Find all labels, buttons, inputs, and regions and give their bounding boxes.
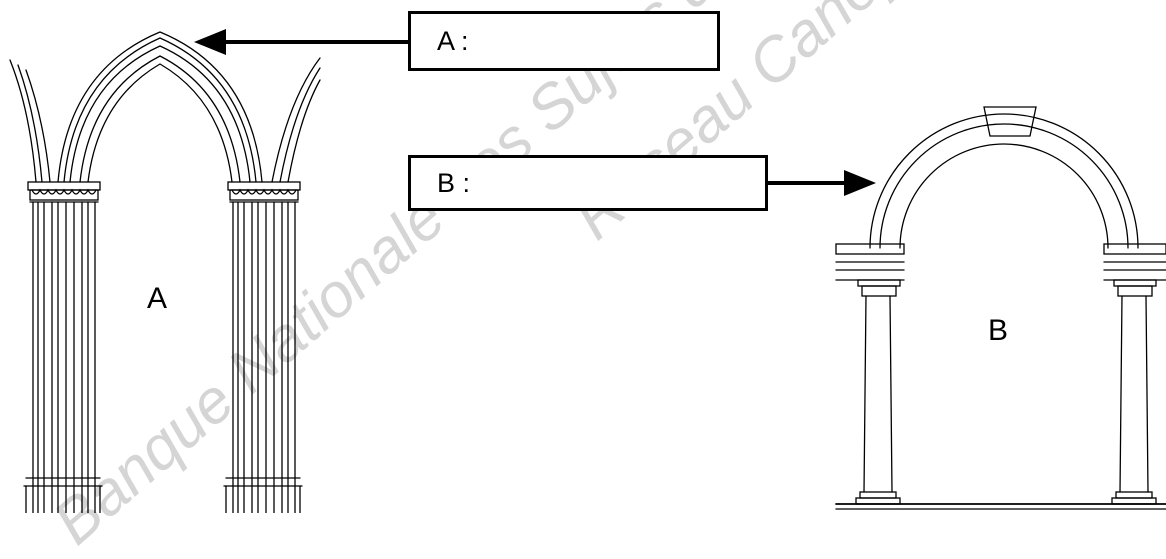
- arch-b-label: B: [988, 314, 1009, 347]
- arch-a-label: A: [147, 282, 168, 315]
- arrow-b: [766, 170, 876, 196]
- label-box-a-text: A :: [437, 25, 469, 56]
- gothic-arch: [9, 31, 321, 513]
- roman-arch: [835, 106, 1166, 510]
- architecture-diagram: [9, 29, 1166, 513]
- label-box-b-text: B :: [437, 167, 471, 198]
- arrow-a: [194, 29, 410, 55]
- label-box-a[interactable]: A :: [408, 11, 720, 71]
- label-box-b[interactable]: B :: [408, 155, 768, 211]
